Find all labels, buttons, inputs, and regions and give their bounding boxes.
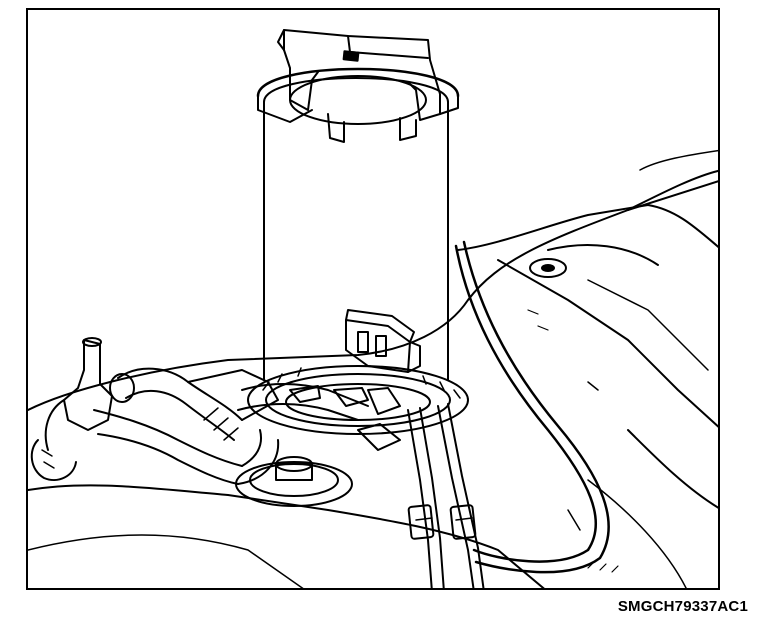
lock-ring-removal-tool: [256, 29, 460, 381]
fuel-feed-lines: [407, 240, 610, 588]
fuel-tank-top-surface: [28, 149, 718, 588]
tank-center-bolt: [235, 456, 353, 507]
module-electrical-connector: [345, 309, 421, 373]
illustration-frame: [26, 8, 720, 590]
line-drawing: [28, 29, 718, 588]
figure-code: SMGCH79337AC1: [617, 598, 748, 615]
pump-module-lock-ring: [247, 365, 469, 435]
surface-hatching: [527, 309, 619, 573]
rollover-valve: [30, 337, 113, 481]
module-clamps: [289, 385, 401, 451]
vapor-hoses: [93, 367, 369, 485]
